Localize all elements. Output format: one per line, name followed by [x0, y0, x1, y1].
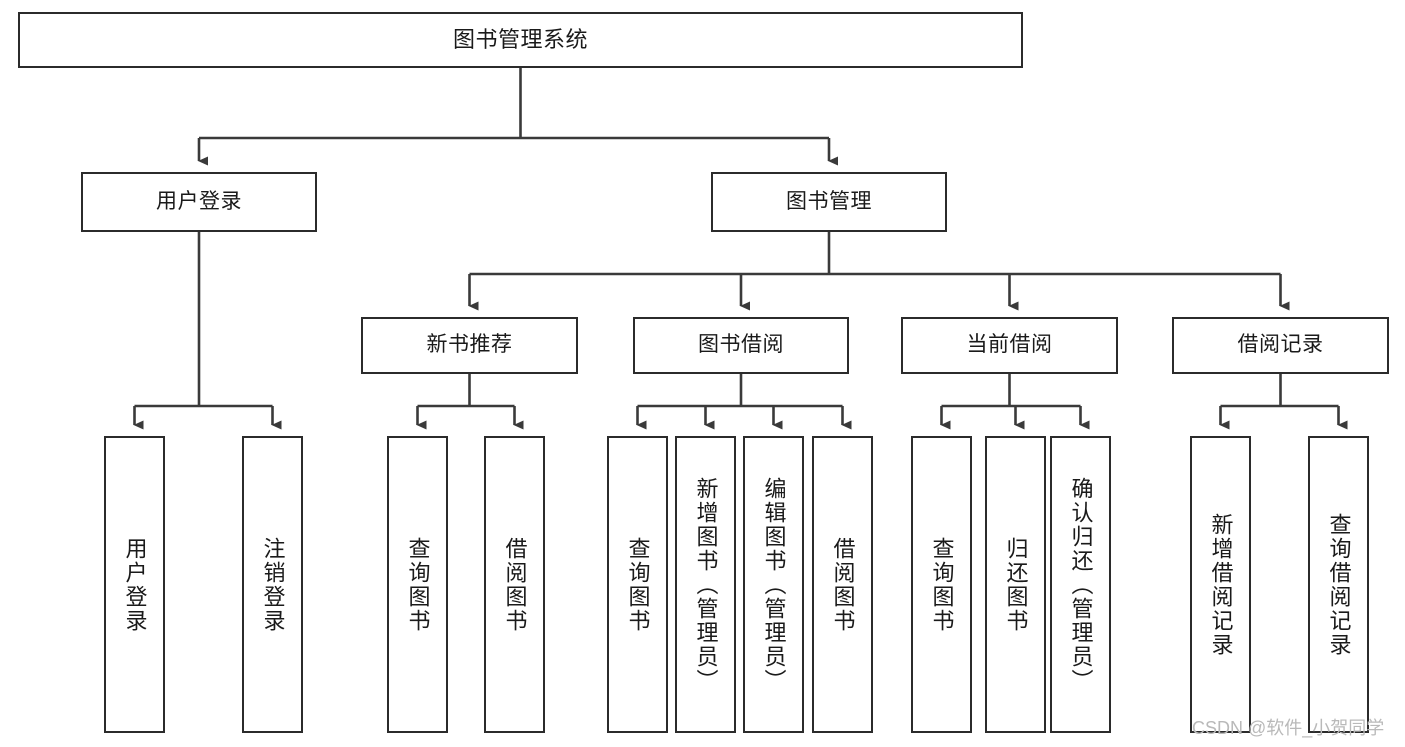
node-l_login[interactable]: 用户登录	[104, 436, 165, 733]
node-label-bookmgmt: 图书管理	[786, 189, 872, 213]
node-label-records: 借阅记录	[1237, 333, 1324, 357]
node-l_addrec[interactable]: 新增借阅记录	[1190, 436, 1251, 733]
node-label-l_queryrec: 查询借阅记录	[1326, 512, 1352, 657]
node-label-l_query1: 查询图书	[405, 536, 431, 633]
node-l_add[interactable]: 新增图书（管理员）	[675, 436, 736, 733]
node-l_edit[interactable]: 编辑图书（管理员）	[743, 436, 804, 733]
node-label-login: 用户登录	[156, 189, 242, 213]
node-label-l_return: 归还图书	[1003, 536, 1029, 633]
node-label-l_edit: 编辑图书（管理员）	[761, 476, 787, 693]
node-label-l_query2: 查询图书	[625, 536, 651, 633]
node-l_borrow2[interactable]: 借阅图书	[812, 436, 873, 733]
node-l_logout[interactable]: 注销登录	[242, 436, 303, 733]
node-label-l_confirm: 确认归还（管理员）	[1068, 476, 1094, 693]
node-current[interactable]: 当前借阅	[901, 317, 1118, 374]
node-newbook[interactable]: 新书推荐	[361, 317, 578, 374]
node-label-borrow: 图书借阅	[698, 333, 784, 357]
node-root[interactable]: 图书管理系统	[18, 12, 1023, 68]
node-bookmgmt[interactable]: 图书管理	[711, 172, 947, 232]
node-label-l_borrow1: 借阅图书	[502, 536, 528, 633]
node-l_query1[interactable]: 查询图书	[387, 436, 448, 733]
node-login[interactable]: 用户登录	[81, 172, 317, 232]
node-label-l_logout: 注销登录	[260, 536, 286, 633]
node-records[interactable]: 借阅记录	[1172, 317, 1389, 374]
node-l_return[interactable]: 归还图书	[985, 436, 1046, 733]
node-l_borrow1[interactable]: 借阅图书	[484, 436, 545, 733]
node-l_query2[interactable]: 查询图书	[607, 436, 668, 733]
node-l_query3[interactable]: 查询图书	[911, 436, 972, 733]
node-label-root: 图书管理系统	[452, 27, 588, 53]
node-l_queryrec[interactable]: 查询借阅记录	[1308, 436, 1369, 733]
node-label-l_addrec: 新增借阅记录	[1208, 512, 1234, 657]
watermark-label: CSDN @软件_小贺同学	[1192, 718, 1385, 738]
node-label-l_borrow2: 借阅图书	[830, 536, 856, 633]
node-borrow[interactable]: 图书借阅	[633, 317, 849, 374]
node-label-l_add: 新增图书（管理员）	[693, 476, 719, 693]
node-label-l_query3: 查询图书	[929, 536, 955, 633]
node-l_confirm[interactable]: 确认归还（管理员）	[1050, 436, 1111, 733]
node-label-newbook: 新书推荐	[426, 333, 513, 357]
node-label-current: 当前借阅	[966, 333, 1053, 357]
node-label-l_login: 用户登录	[122, 536, 148, 633]
